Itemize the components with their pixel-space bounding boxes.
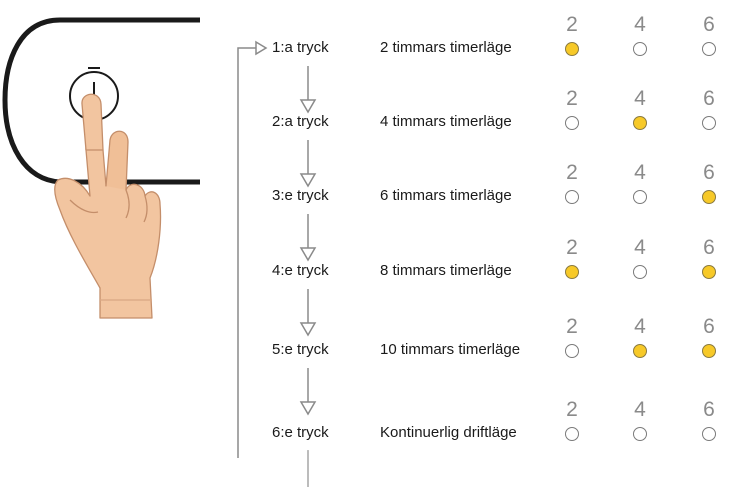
indicator-light-on xyxy=(702,265,716,279)
indicator-number: 2 xyxy=(566,236,578,259)
press-label: 5:e tryck xyxy=(272,341,329,358)
indicator-number: 2 xyxy=(566,13,578,36)
press-label: 3:e tryck xyxy=(272,187,329,204)
indicator-number: 2 xyxy=(566,161,578,184)
down-arrow-icon xyxy=(299,214,317,262)
indicator-number: 4 xyxy=(634,398,646,421)
mode-label: 2 timmars timerläge xyxy=(380,39,512,56)
mode-label: 8 timmars timerläge xyxy=(380,262,512,279)
indicator-number: 2 xyxy=(566,398,578,421)
press-label: 1:a tryck xyxy=(272,39,329,56)
indicator-number: 6 xyxy=(703,236,715,259)
indicator-light-on xyxy=(565,265,579,279)
indicator-light-off xyxy=(633,427,647,441)
down-arrow-icon xyxy=(307,450,309,487)
mode-label: 6 timmars timerläge xyxy=(380,187,512,204)
indicator-number: 2 xyxy=(566,315,578,338)
indicator-light-on xyxy=(702,190,716,204)
press-label: 6:e tryck xyxy=(272,424,329,441)
indicator-light-off xyxy=(702,427,716,441)
indicator-number: 6 xyxy=(703,87,715,110)
indicator-light-off xyxy=(702,116,716,130)
indicator-light-on xyxy=(702,344,716,358)
indicator-number: 6 xyxy=(703,13,715,36)
indicator-number: 6 xyxy=(703,398,715,421)
power-button-illustration xyxy=(2,17,200,319)
indicator-number: 4 xyxy=(634,236,646,259)
device-outline xyxy=(2,17,200,185)
indicator-light-on xyxy=(633,116,647,130)
loop-back-arrow xyxy=(237,40,268,458)
indicator-light-off xyxy=(565,427,579,441)
indicator-number: 2 xyxy=(566,87,578,110)
pointing-hand-icon xyxy=(54,93,162,319)
press-label: 2:a tryck xyxy=(272,113,329,130)
down-arrow-icon xyxy=(299,289,317,337)
down-arrow-icon xyxy=(299,66,317,114)
indicator-light-on xyxy=(633,344,647,358)
indicator-number: 4 xyxy=(634,161,646,184)
indicator-number: 4 xyxy=(634,315,646,338)
down-arrow-icon xyxy=(299,368,317,416)
indicator-light-off xyxy=(633,265,647,279)
mode-label: 4 timmars timerläge xyxy=(380,113,512,130)
indicator-light-off xyxy=(565,190,579,204)
mode-label: Kontinuerlig driftläge xyxy=(380,424,517,441)
press-label: 4:e tryck xyxy=(272,262,329,279)
timer-sequence-diagram: 1:a tryck 2 timmars timerläge 2 4 6 2:a tryck… xyxy=(228,0,735,487)
down-arrow-icon xyxy=(299,140,317,188)
indicator-light-off xyxy=(565,116,579,130)
indicator-light-on xyxy=(565,42,579,56)
indicator-light-off xyxy=(702,42,716,56)
indicator-number: 4 xyxy=(634,13,646,36)
indicator-number: 6 xyxy=(703,315,715,338)
indicator-number: 4 xyxy=(634,87,646,110)
indicator-light-off xyxy=(565,344,579,358)
mode-label: 10 timmars timerläge xyxy=(380,341,521,358)
indicator-light-off xyxy=(633,42,647,56)
indicator-number: 6 xyxy=(703,161,715,184)
indicator-light-off xyxy=(633,190,647,204)
